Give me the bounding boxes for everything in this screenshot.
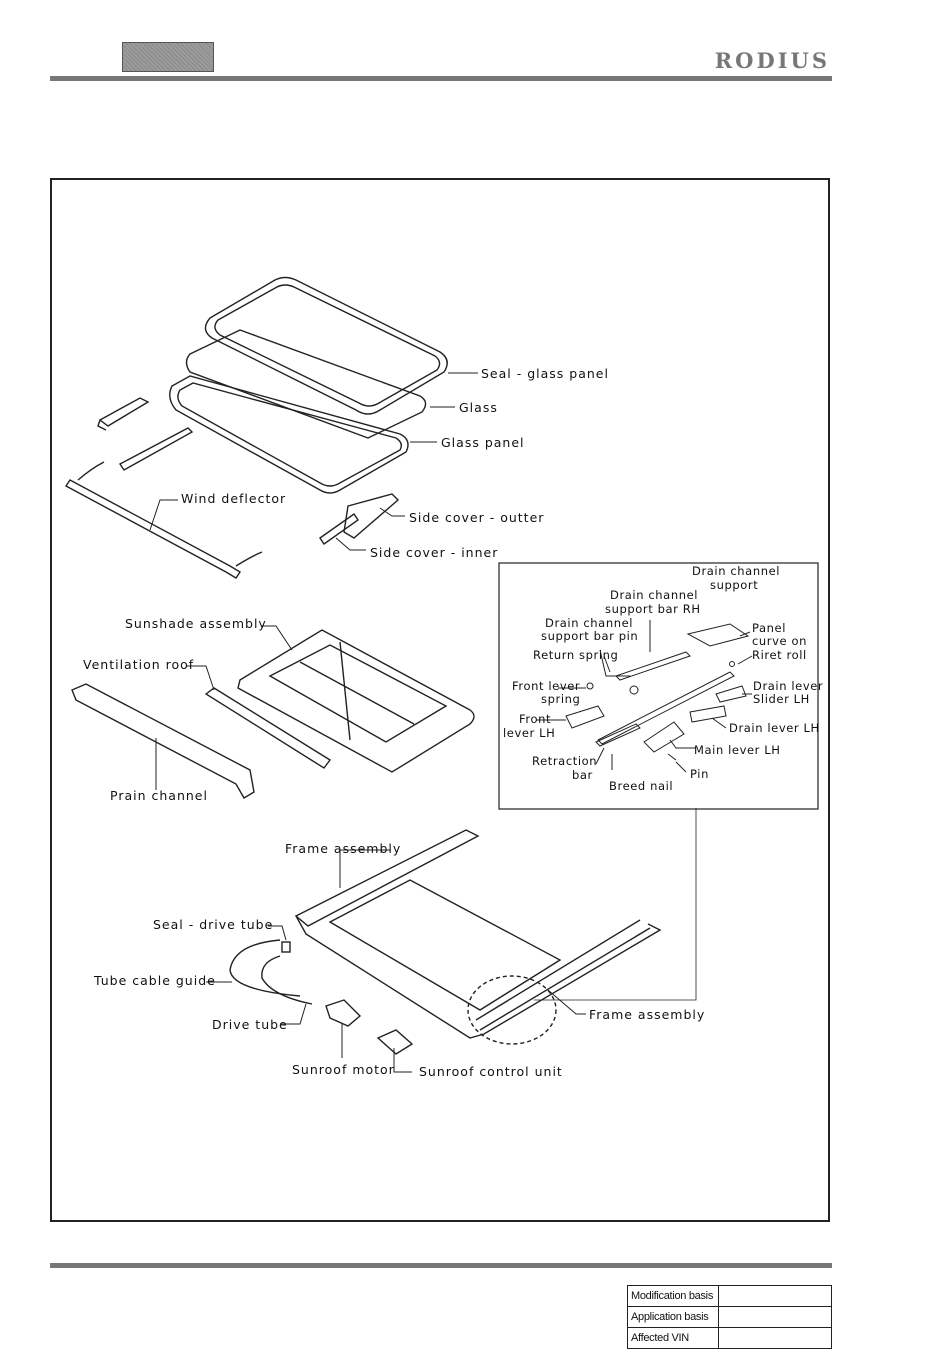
sunroof-motor-part [325,999,362,1027]
label-drain-lever-lh: Drain lever LH [729,721,820,735]
detail-parts [536,620,753,773]
label-drain-lever-slider-2: Slider LH [753,692,810,706]
label-glass: Glass [459,400,498,415]
detail-inset-box [498,562,819,810]
seal-drive-tube-part [281,941,291,953]
label-drive-tube: Drive tube [212,1017,288,1032]
label-frame-assembly-right: Frame assembly [589,1007,705,1022]
table-row: Application basis [627,1306,832,1328]
label-drain-channel-support-2: support [710,578,758,592]
seal-glass-panel-part [204,276,448,415]
label-prain-channel: Prain channel [110,788,208,803]
sunshade-assembly-part [237,629,475,773]
label-drain-channel-support-1: Drain channel [692,564,780,578]
revision-table: Modification basis Application basis Aff… [627,1285,832,1349]
label-panel-curve-2: curve on [752,634,807,648]
label-sunroof-motor: Sunroof motor [292,1062,395,1077]
chapter-tab [122,42,214,72]
label-retraction-bar-2: bar [572,768,593,782]
table-row: Modification basis [627,1285,832,1307]
label-side-cover-outter: Side cover - outter [409,510,544,525]
label-support-bar-rh-2: support bar RH [605,602,701,616]
label-riret-roll: Riret roll [752,648,807,662]
footer-rule [50,1263,832,1268]
label-return-spring: Return spring [533,648,618,662]
brand-logo: RODIUS [714,48,830,73]
side-cover-outter-part [343,493,400,539]
label-sunshade-assembly: Sunshade assembly [125,616,267,631]
label-support-bar-pin-1: Drain channel [545,616,633,630]
side-cover-inner-part [319,513,359,545]
glass-panel-part [169,375,409,494]
label-panel-curve-1: Panel [752,621,786,635]
label-wind-deflector: Wind deflector [181,491,286,506]
frame-assembly-part [294,829,662,1045]
label-seal-glass-panel: Seal - glass panel [481,366,609,381]
label-frame-assembly-top: Frame assembly [285,841,401,856]
label-front-lever-spring-2: spring [541,692,580,706]
tube-cable-guide-part [229,939,301,997]
label-tube-cable-guide: Tube cable guide [93,973,216,988]
application-basis-value [718,1306,832,1328]
ventilation-roof-part [204,687,332,769]
label-front-lever-spring-1: Front lever [512,679,580,693]
label-support-bar-rh-1: Drain channel [610,588,698,602]
wind-deflector-part [64,461,263,579]
label-support-bar-pin-2: support bar pin [541,629,638,643]
diagram-frame [50,178,830,1222]
modification-basis-label: Modification basis [627,1285,719,1307]
drive-tube-part [261,955,313,1005]
label-retraction-bar-1: Retraction [532,754,597,768]
label-side-cover-inner: Side cover - inner [370,545,498,560]
sunroof-control-unit-part [376,1029,414,1055]
label-ventilation-roof: Ventilation roof [83,657,194,672]
affected-vin-value [718,1327,832,1349]
label-main-lever-lh: Main lever LH [694,743,781,757]
table-row: Affected VIN [627,1327,832,1349]
glass-part [185,329,427,439]
label-drain-lever-slider-1: Drain lever [753,679,823,693]
label-glass-panel: Glass panel [441,435,525,450]
label-front-lever-lh-1: Front [519,712,551,726]
label-sunroof-control-unit: Sunroof control unit [419,1064,563,1079]
affected-vin-label: Affected VIN [627,1327,719,1349]
label-seal-drive-tube: Seal - drive tube [153,917,273,932]
modification-basis-value [718,1285,832,1307]
label-breed-nail: Breed nail [609,779,673,793]
header-rule [50,76,832,81]
application-basis-label: Application basis [627,1306,719,1328]
label-pin: Pin [690,767,709,781]
label-front-lever-lh-2: lever LH [503,726,555,740]
prain-channel-part [71,683,255,799]
